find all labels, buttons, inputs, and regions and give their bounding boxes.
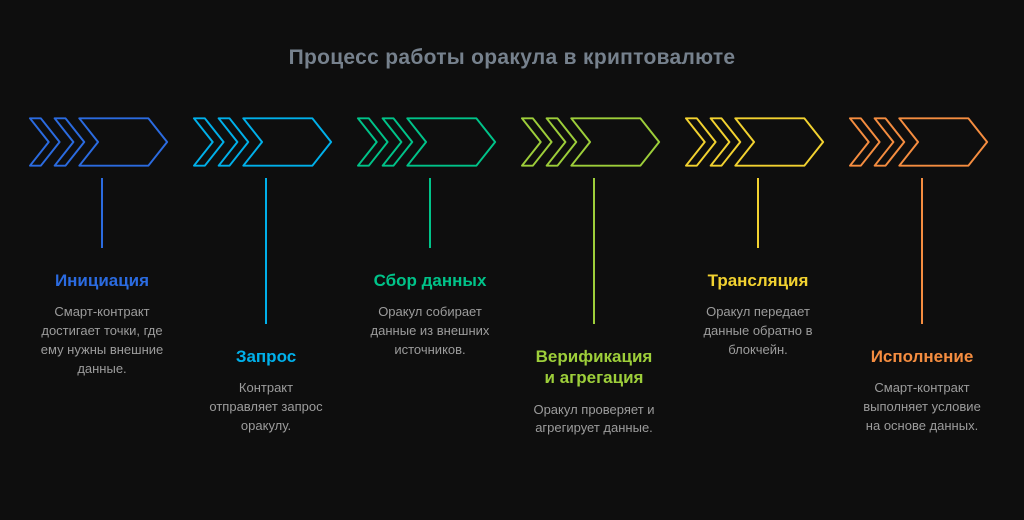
stage-initiation: Инициация Смарт-контракт достигает точки… xyxy=(26,114,178,438)
page-title: Процесс работы оракула в криптовалюте xyxy=(288,46,736,69)
stage-title: Запрос xyxy=(235,347,297,366)
stage-request: Запрос Контракт отправляет запрос оракул… xyxy=(190,114,342,438)
stage-title: Трансляция xyxy=(707,271,809,290)
chevron-flow-icon xyxy=(848,117,989,167)
stage-title: Исполнение xyxy=(870,347,974,366)
connector-line xyxy=(101,178,103,248)
chevron-flow-icon xyxy=(520,117,661,167)
connector-line xyxy=(593,178,595,324)
stage-description: Контракт отправляет запрос оракулу. xyxy=(209,380,323,433)
stage-description: Оракул передает данные обратно в блокчей… xyxy=(703,304,813,357)
stage-broadcast: Трансляция Оракул передает данные обратн… xyxy=(682,114,834,438)
connector-line xyxy=(757,178,759,248)
stage-description: Смарт-контракт выполняет условие на осно… xyxy=(863,380,981,433)
connector-line xyxy=(429,178,431,248)
stage-title: Инициация xyxy=(54,271,150,290)
chevron-flow-icon xyxy=(684,117,825,167)
stage-description: Оракул проверяет и агрегирует данные. xyxy=(533,401,655,436)
stage-execution: Исполнение Смарт-контракт выполняет усло… xyxy=(846,114,998,438)
stage-title: Верификация и агрегация xyxy=(535,347,653,388)
chevron-flow-icon xyxy=(192,117,333,167)
chevron-flow-icon xyxy=(28,117,169,167)
stages-row: Инициация Смарт-контракт достигает точки… xyxy=(0,114,1024,438)
stage-description: Смарт-контракт достигает точки, где ему … xyxy=(40,304,164,376)
connector-line xyxy=(265,178,267,324)
stage-data-collection: Сбор данных Оракул собирает данные из вн… xyxy=(354,114,506,438)
connector-line xyxy=(921,178,923,324)
chevron-flow-icon xyxy=(356,117,497,167)
stage-title: Сбор данных xyxy=(373,271,487,290)
stage-description: Оракул собирает данные из внешних источн… xyxy=(370,304,490,357)
stage-verification-aggregation: Верификация и агрегация Оракул проверяет… xyxy=(518,114,670,438)
